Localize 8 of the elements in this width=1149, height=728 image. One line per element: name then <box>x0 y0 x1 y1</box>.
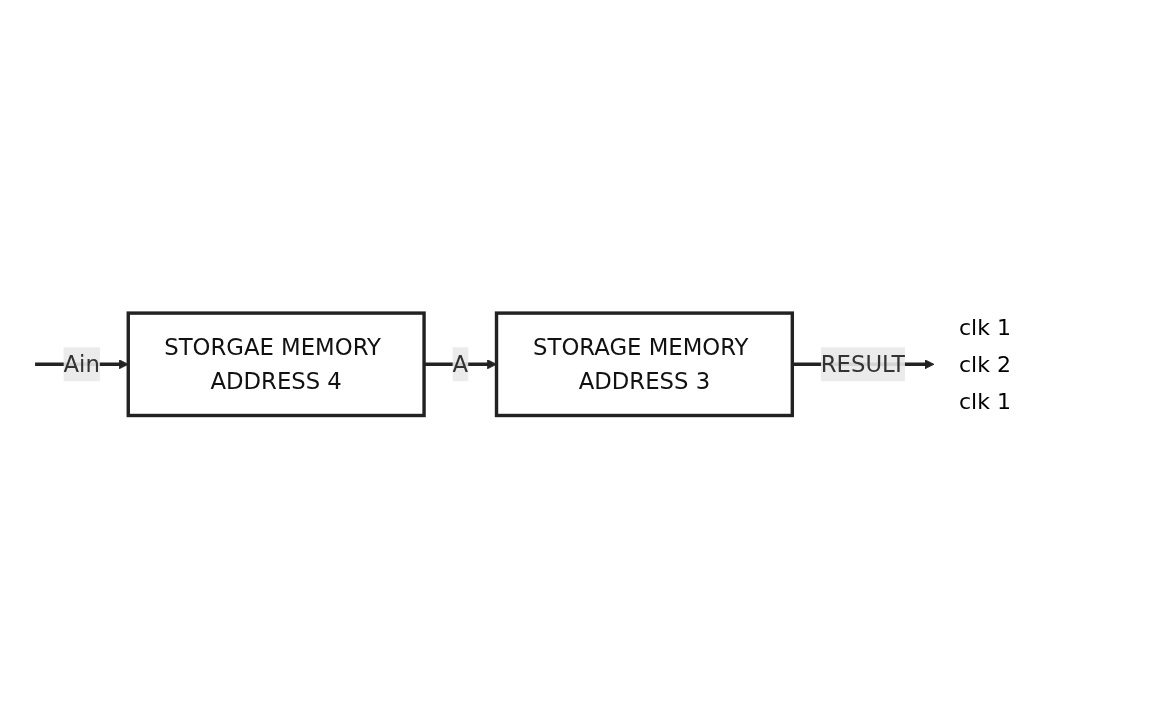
node-box: STORGAE MEMORY ADDRESS 4 <box>126 311 426 417</box>
clock-label: clk 1 <box>959 388 1012 414</box>
edge-label: RESULT <box>820 350 906 378</box>
clock-label: clk 1 <box>959 314 1012 340</box>
edge-label: Ain <box>63 350 100 378</box>
clock-label: clk 2 <box>959 351 1012 377</box>
node-box: STORAGE MEMORY ADDRESS 3 <box>494 311 794 417</box>
edge-label: A <box>452 350 469 378</box>
